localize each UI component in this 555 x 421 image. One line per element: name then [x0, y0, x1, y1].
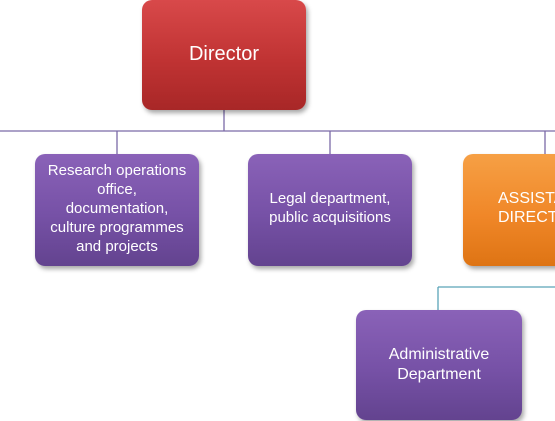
assistant-director-box: ASSISTANT DIRECTOR: [463, 154, 555, 266]
director-box: Director: [142, 0, 306, 110]
research-operations-box: Research operations office, documentatio…: [35, 154, 199, 266]
administrative-department-box: Administrative Department: [356, 310, 522, 420]
research-operations-label: Research operations office, documentatio…: [47, 162, 187, 255]
legal-department-box: Legal department, public acquisitions: [248, 154, 412, 266]
director-label: Director: [188, 42, 259, 65]
administrative-department-label: Administrative Department: [388, 346, 490, 383]
legal-department-label: Legal department, public acquisitions: [269, 190, 391, 226]
assistant-director-label: ASSISTANT DIRECTOR: [498, 190, 555, 226]
